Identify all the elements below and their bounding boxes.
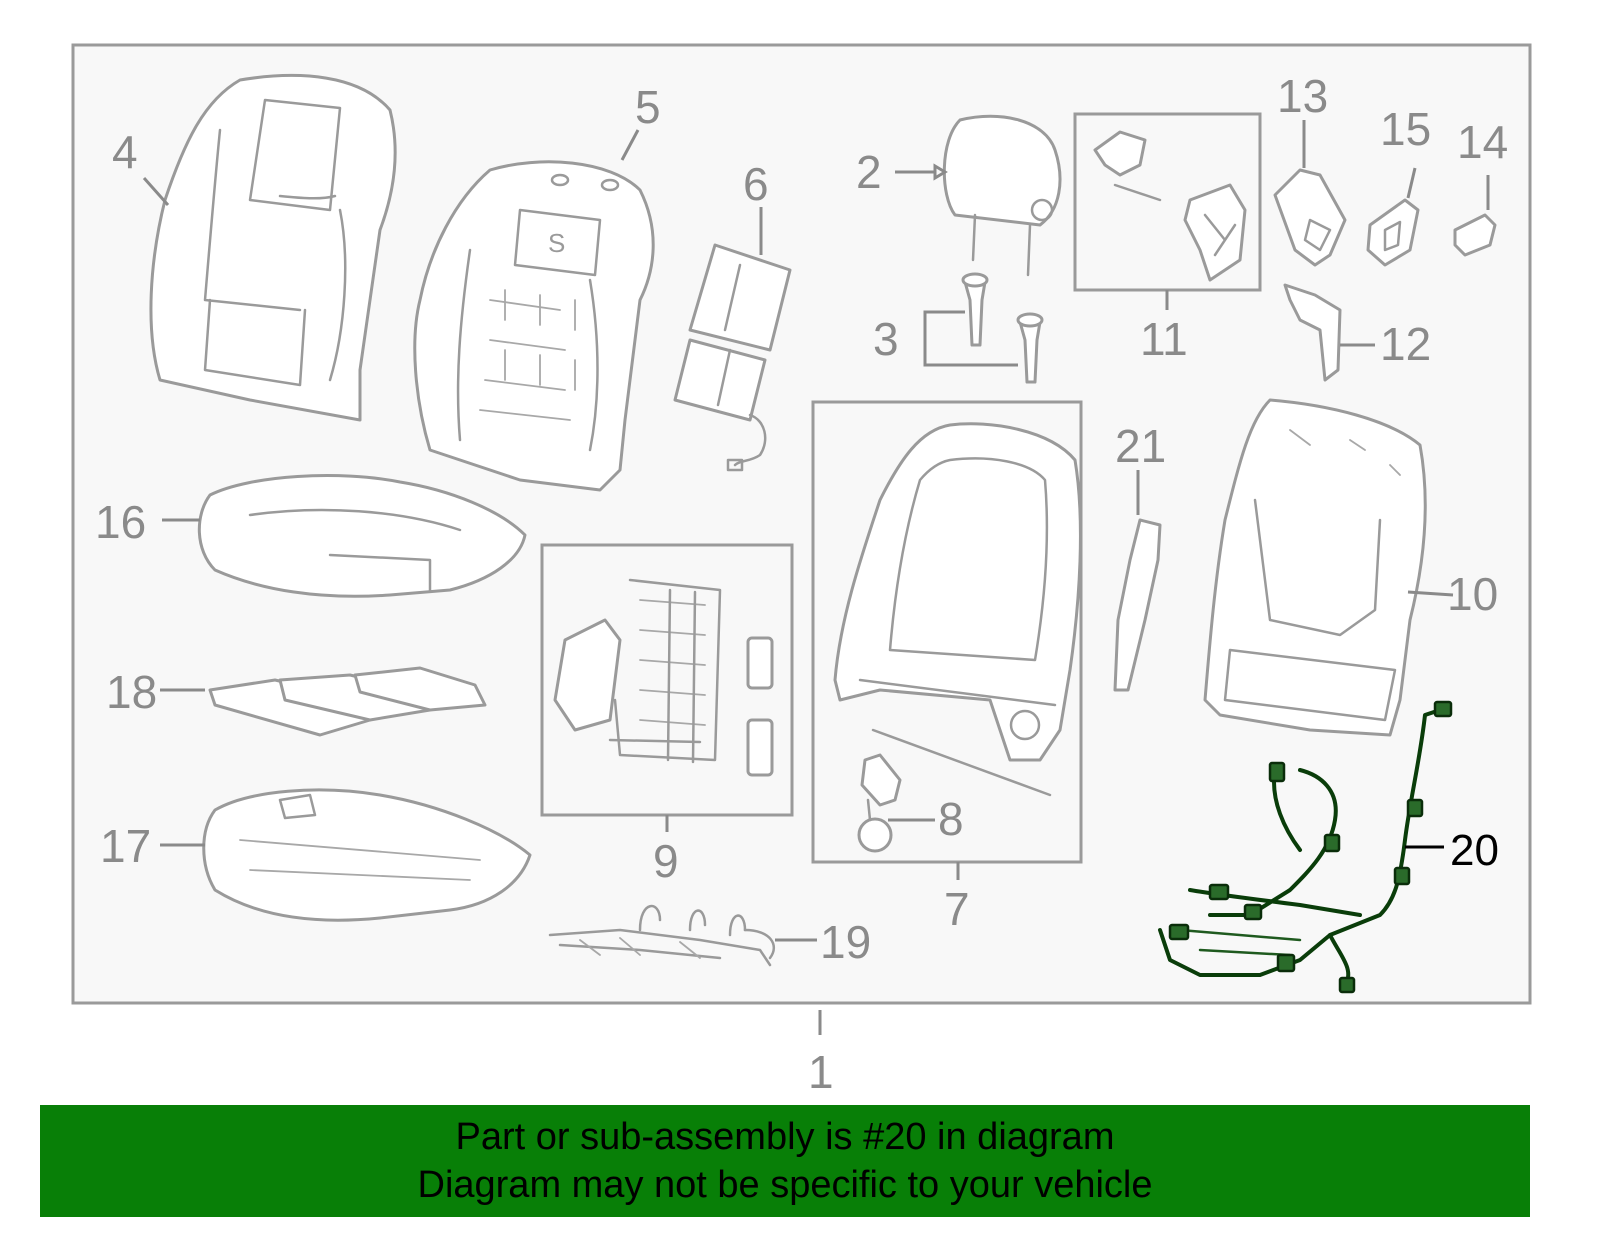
part-6-pad-module[interactable] [673,243,792,472]
part-20-wiring-harness[interactable] [1158,700,1453,994]
part-4-seat-back-cover[interactable] [149,73,397,422]
callout-21[interactable]: 21 [1115,420,1166,472]
part-10-rear-panel[interactable] [1203,398,1427,737]
part-21-trim-strip[interactable] [1113,518,1162,692]
part-7-seat-back-frame[interactable] [833,422,1082,797]
callout-3[interactable]: 3 [873,313,899,365]
callout-14[interactable]: 14 [1457,116,1508,168]
callout-5[interactable]: 5 [635,81,661,133]
callout-12[interactable]: 12 [1380,318,1431,370]
callout-4[interactable]: 4 [112,126,138,178]
leader-lines [142,120,1490,1035]
part-2-headrest[interactable] [942,114,1062,277]
part-13-side-shield[interactable] [1273,168,1347,267]
banner-line-part: Part or sub-assembly is #20 in diagram [455,1116,1115,1158]
callout-17[interactable]: 17 [100,820,151,872]
part-5-seat-back-pad[interactable]: S [413,160,655,492]
part-12-bracket[interactable] [1283,283,1342,382]
callout-7[interactable]: 7 [944,883,970,935]
callout-labels: 1 2 3 4 5 6 7 8 9 10 11 12 13 14 15 16 1… [95,70,1508,1098]
callout-18[interactable]: 18 [106,666,157,718]
part-18-heater-mats[interactable] [208,666,487,737]
callout-16[interactable]: 16 [95,496,146,548]
callout-20[interactable]: 20 [1450,826,1499,875]
callout-1[interactable]: 1 [808,1046,834,1098]
callout-15[interactable]: 15 [1380,103,1431,155]
part-19-lower-wiring[interactable] [548,904,776,967]
parts-diagram: S [71,43,1532,1098]
part-8-motor[interactable] [857,753,902,853]
part-info-banner: Part or sub-assembly is #20 in diagram D… [40,1105,1530,1217]
part-15-cover[interactable] [1366,198,1420,267]
subassembly-box-7 [811,400,1083,864]
part-3-guides[interactable] [961,272,1044,384]
callout-10[interactable]: 10 [1447,568,1498,620]
callout-9[interactable]: 9 [653,835,679,887]
callout-6[interactable]: 6 [743,158,769,210]
part-16-cushion-cover[interactable] [197,474,527,598]
callout-11[interactable]: 11 [1140,313,1188,365]
callout-19[interactable]: 19 [820,916,871,968]
banner-line-disclaimer: Diagram may not be specific to your vehi… [417,1164,1153,1206]
callout-8[interactable]: 8 [938,793,964,845]
part-11-bracket-set[interactable] [1093,130,1247,282]
callout-13[interactable]: 13 [1277,70,1328,122]
callout-2[interactable]: 2 [856,146,882,198]
svg-text:S: S [548,228,565,258]
part-17-cushion-pad[interactable] [202,788,532,922]
part-14-clip[interactable] [1453,213,1497,257]
part-9-lumbar-assembly[interactable] [553,578,774,777]
